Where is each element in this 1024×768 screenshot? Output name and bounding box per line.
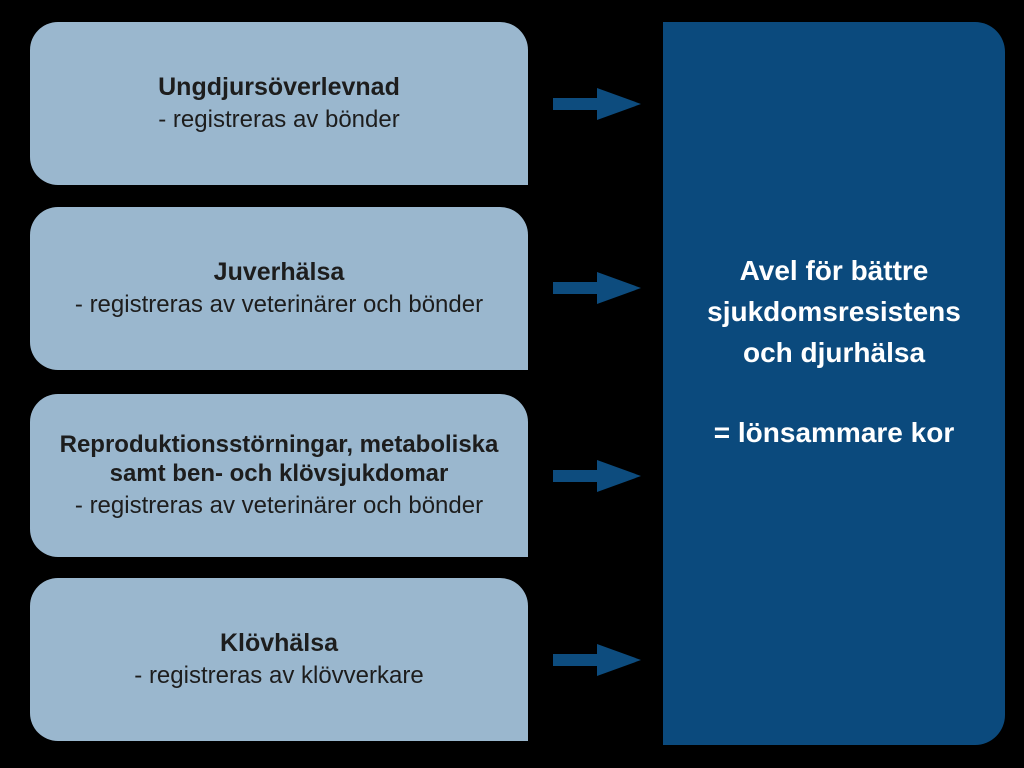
result-box-avel: Avel för bättre sjukdomsresistens och dj… — [663, 22, 1005, 745]
source-box-klovhalsa: Klövhälsa - registreras av klövverkare — [30, 578, 528, 741]
box-title: Klövhälsa — [219, 628, 339, 657]
source-box-juverhalsa: Juverhälsa - registreras av veterinärer … — [30, 207, 528, 370]
right-arrow-icon — [553, 644, 641, 676]
box-title: Ungdjursöverlevnad — [158, 72, 400, 101]
box-subtitle: - registreras av veterinärer och bönder — [74, 291, 484, 319]
right-arrow-icon — [553, 272, 641, 304]
box-subtitle: - registreras av klövverkare — [134, 662, 424, 690]
source-box-reproduktionsstorningar: Reproduktionsstörningar, metaboliska sam… — [30, 394, 528, 557]
box-subtitle: - registreras av bönder — [158, 106, 400, 134]
right-arrow-icon — [553, 460, 641, 492]
box-title: Juverhälsa — [213, 257, 345, 286]
result-heading: Avel för bättre sjukdomsresistens och dj… — [707, 255, 961, 368]
result-equals-line: = lönsammare kor — [713, 417, 955, 449]
box-title: Reproduktionsstörningar, metaboliska sam… — [59, 430, 499, 487]
right-arrow-icon — [553, 88, 641, 120]
box-subtitle: - registreras av veterinärer och bönder — [74, 492, 484, 520]
source-box-ungdjursoverlevnad: Ungdjursöverlevnad - registreras av bönd… — [30, 22, 528, 185]
